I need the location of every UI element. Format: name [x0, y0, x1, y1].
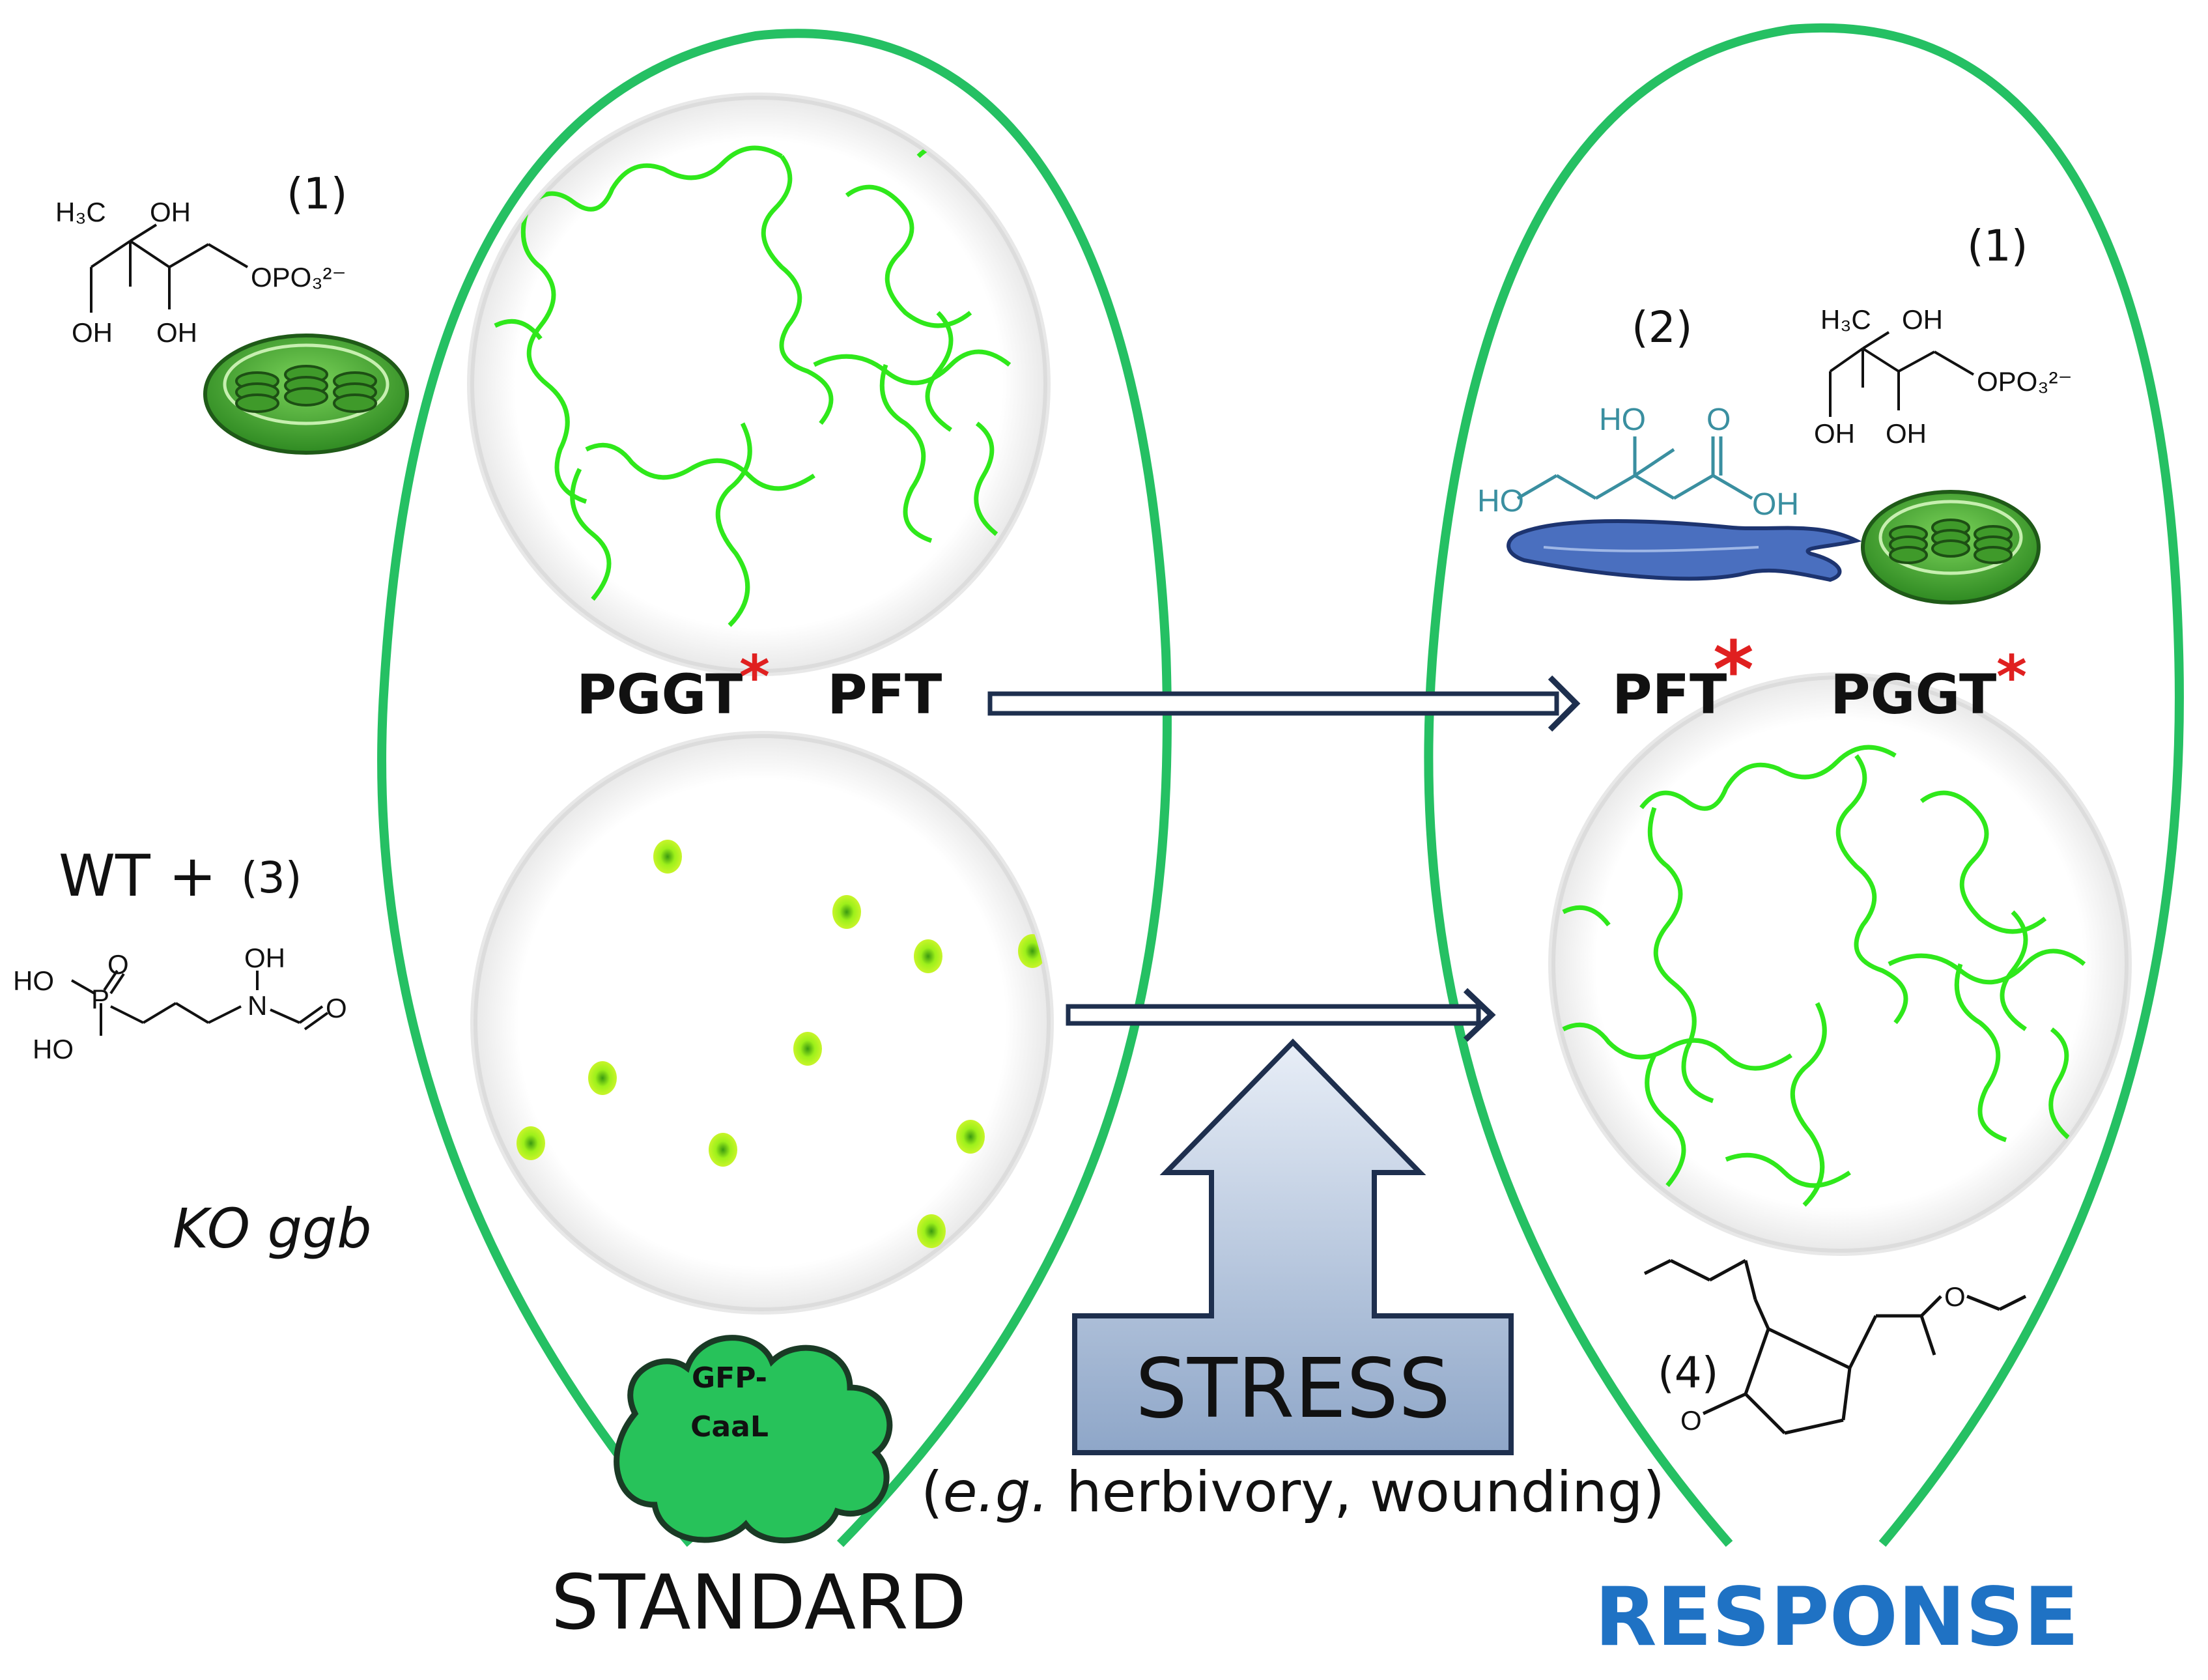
fosmidomycin-oh-n: OH	[244, 943, 285, 973]
gfp-caal-cloud-icon	[614, 1335, 893, 1544]
mep-right-oh-left: OH	[1814, 418, 1855, 449]
knockout-label: KO ggb	[173, 1197, 372, 1260]
mevalonate-ho-left: HO	[1477, 484, 1524, 519]
chloroplast-icon	[203, 334, 409, 455]
fosmidomycin-n: N	[248, 990, 267, 1021]
enzyme-pft-response: PFT	[1612, 662, 1727, 726]
enzyme-pggt-response: PGGT	[1830, 662, 1996, 726]
treatment-prefix: WT +	[59, 842, 216, 909]
mep-right-oh-right: OH	[1886, 418, 1927, 449]
fosmidomycin-p: P	[91, 984, 109, 1014]
reporter-label-bottom: CaaL	[690, 1410, 769, 1444]
response-cell-outline	[1424, 23, 2184, 1547]
mevalonate-ho-top: HO	[1599, 403, 1646, 437]
mja-ketone-o: O	[1680, 1405, 1702, 1436]
er-membrane-icon	[1507, 519, 1862, 582]
mevalonate-oh-right: OH	[1752, 487, 1799, 522]
response-condition-label: RESPONSE	[1594, 1571, 2079, 1664]
standard-condition-label: STANDARD	[551, 1559, 967, 1647]
micrograph-standard-wall	[467, 93, 1051, 676]
mja-ester-o: O	[1944, 1281, 1966, 1312]
mep-structure-left	[90, 223, 249, 313]
fosmidomycin-ho-top: HO	[13, 965, 54, 996]
asterisk-pggt-standard: *	[739, 643, 770, 711]
methyl-jasmonate-structure	[1643, 1259, 2027, 1435]
mep-right-ch3: H₃C	[1820, 304, 1871, 335]
standard-cell-outline	[377, 29, 1172, 1547]
compound-3-label: (3)	[241, 853, 302, 903]
enzyme-pggt-standard: PGGT	[576, 662, 743, 726]
fosmidomycin-o-p: O	[107, 949, 129, 980]
reporter-label-top: GFP-	[692, 1361, 767, 1395]
fosmidomycin-ho-bottom: HO	[33, 1034, 74, 1064]
compound-1-label-right: (1)	[1967, 221, 2028, 271]
micrograph-standard-nuclear	[470, 731, 1054, 1315]
mep-left-oh-top: OH	[150, 197, 191, 227]
mep-left-oh-right: OH	[156, 317, 197, 348]
enzyme-pft-standard: PFT	[827, 662, 942, 726]
fosmidomycin-o-ald: O	[326, 993, 347, 1023]
mep-left-ch3: H₃C	[55, 197, 106, 227]
mep-left-phosphate: OPO₃²⁻	[251, 262, 347, 292]
mep-right-oh-top: OH	[1902, 304, 1943, 335]
asterisk-pggt-response: *	[1996, 643, 2027, 711]
arrow-enzyme-shift	[987, 675, 1581, 732]
fosmidomycin-structure	[71, 969, 329, 1036]
asterisk-pft-response: *	[1713, 625, 1754, 716]
micrograph-response-wall	[1548, 672, 2132, 1256]
mep-structure-right	[1829, 331, 1975, 417]
stress-arrow-shape	[1072, 1038, 1514, 1455]
compound-1-label-left: (1)	[287, 169, 348, 219]
mevalonate-structure	[1516, 436, 1753, 500]
mep-left-oh-left: OH	[72, 317, 113, 348]
mep-right-phosphate: OPO₃²⁻	[1977, 366, 2073, 397]
compound-2-label: (2)	[1632, 302, 1693, 352]
compound-4-label: (4)	[1658, 1348, 1719, 1398]
mevalonate-o-top: O	[1706, 403, 1731, 437]
stress-label: STRESS	[1135, 1341, 1451, 1436]
arrow-localization-shift	[1066, 988, 1496, 1042]
stress-examples: (e.g. herbivory, wounding)	[921, 1460, 1665, 1525]
chloroplast-icon	[1861, 490, 2041, 605]
